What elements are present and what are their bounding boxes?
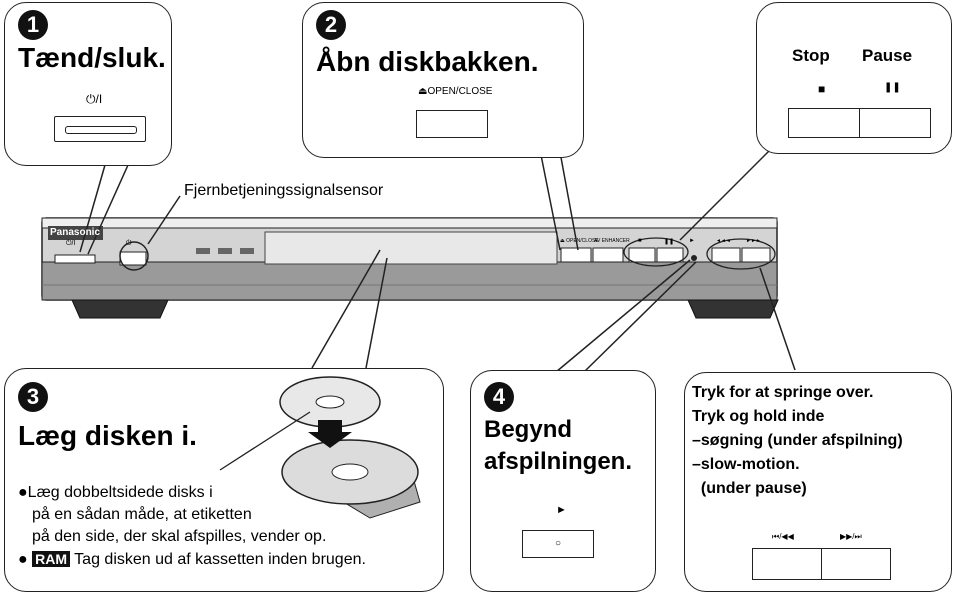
skip-back-symbol: ⏮/◀◀ [772,532,794,541]
step2-title: Åbn diskbakken. [316,46,539,77]
step2-open-close-button[interactable] [416,110,488,138]
step3-title: Læg disken i. [18,420,197,451]
device-play-mark: ► [689,238,695,244]
device-pause-mark: ❚❚ [664,239,675,245]
step3-bullet2-text: Tag disken ud af kassetten inden brugen. [74,551,366,568]
step4-title-line2: afspilningen. [484,448,633,475]
step1-power-label: ⏻/I [86,92,103,106]
step4-number-badge: 4 [484,382,514,412]
device-stop-mark: ■ [638,238,642,244]
device-skip-fwd-mark: ►►► [746,238,761,244]
skip-line4: –slow-motion. [692,456,800,473]
device-power-mark: ⏻/I [66,240,76,247]
pause-symbol: ❚❚ [884,82,901,93]
skip-panel [684,372,952,592]
device-skip-back-mark: ◄◄◄ [716,238,731,244]
device-pause-button [656,247,684,263]
step3-bullet1-line1: ●Læg dobbeltsidede disks i [18,484,213,501]
device-enhancer-button [592,247,624,263]
device-skip-fwd-button [741,247,771,263]
disc-tray-slot [264,231,558,265]
sensor-label: Fjernbetjeningssignalsensor [184,182,384,199]
step4-button-mark: ○ [554,538,562,549]
skip-highlight [706,238,776,270]
skip-line2: Tryk og hold inde [692,408,825,425]
skip-line5: (under pause) [692,480,807,497]
pause-label: Pause [862,46,913,65]
step3-number-badge: 3 [18,382,48,412]
device-skip-back-button [711,247,741,263]
stop-button[interactable] [788,108,860,138]
step1-title: Tænd/sluk. [18,42,166,73]
callout-lines [79,149,796,373]
sensor-highlight-circle [119,241,149,271]
skip-fwd-symbol: ▶▶/⏭ [840,532,862,541]
skip-back-button[interactable] [752,548,822,580]
step3-bullet1-line3: på den side, der skal afspilles, vender … [32,528,327,545]
step2-number-badge: 2 [316,10,346,40]
step4-play-symbol: ► [556,504,567,516]
skip-line1: Tryk for at springe over. [692,384,874,401]
stop-symbol: ■ [818,82,826,96]
step1-power-slot [65,126,137,134]
step4-title-line1: Begynd [484,416,573,443]
pause-button[interactable] [859,108,931,138]
device-top-band [41,217,778,229]
device-brand: Panasonic [50,227,101,238]
step4-play-button[interactable]: ○ [522,530,594,558]
ram-badge: RAM [32,551,71,567]
skip-line3: –søgning (under afspilning) [692,432,903,449]
device-enhancer-mark: AV ENHANCER [594,238,630,244]
device-standby-button [119,251,147,266]
device-power-button [54,254,96,264]
step1-number-badge: 1 [18,10,48,40]
step2-open-close-label: ⏏OPEN/CLOSE [418,86,493,97]
stop-pause-highlight [623,237,689,267]
device-stop-button [628,247,656,263]
disc-illustration [219,376,421,519]
device-play-button [691,255,697,261]
device-foot-right [687,299,779,319]
step3-bullet2-prefix: ● [18,551,28,568]
device-standby-mark: ⏻ [126,240,132,247]
step3-bullet2: ● RAM Tag disken ud af kassetten inden b… [18,551,366,569]
device-open-close-mark: ⏏ OPEN/CLOSE [560,238,599,244]
step1-power-button[interactable] [54,116,146,142]
step3-bullet1-line2: på en sådan måde, at etiketten [32,506,252,523]
device-lower-band [41,261,778,301]
device-open-close-button [560,247,592,263]
device-foot-left [71,299,169,319]
device-brand-plate [48,226,103,240]
skip-fwd-button[interactable] [821,548,891,580]
stop-label: Stop [792,46,830,65]
